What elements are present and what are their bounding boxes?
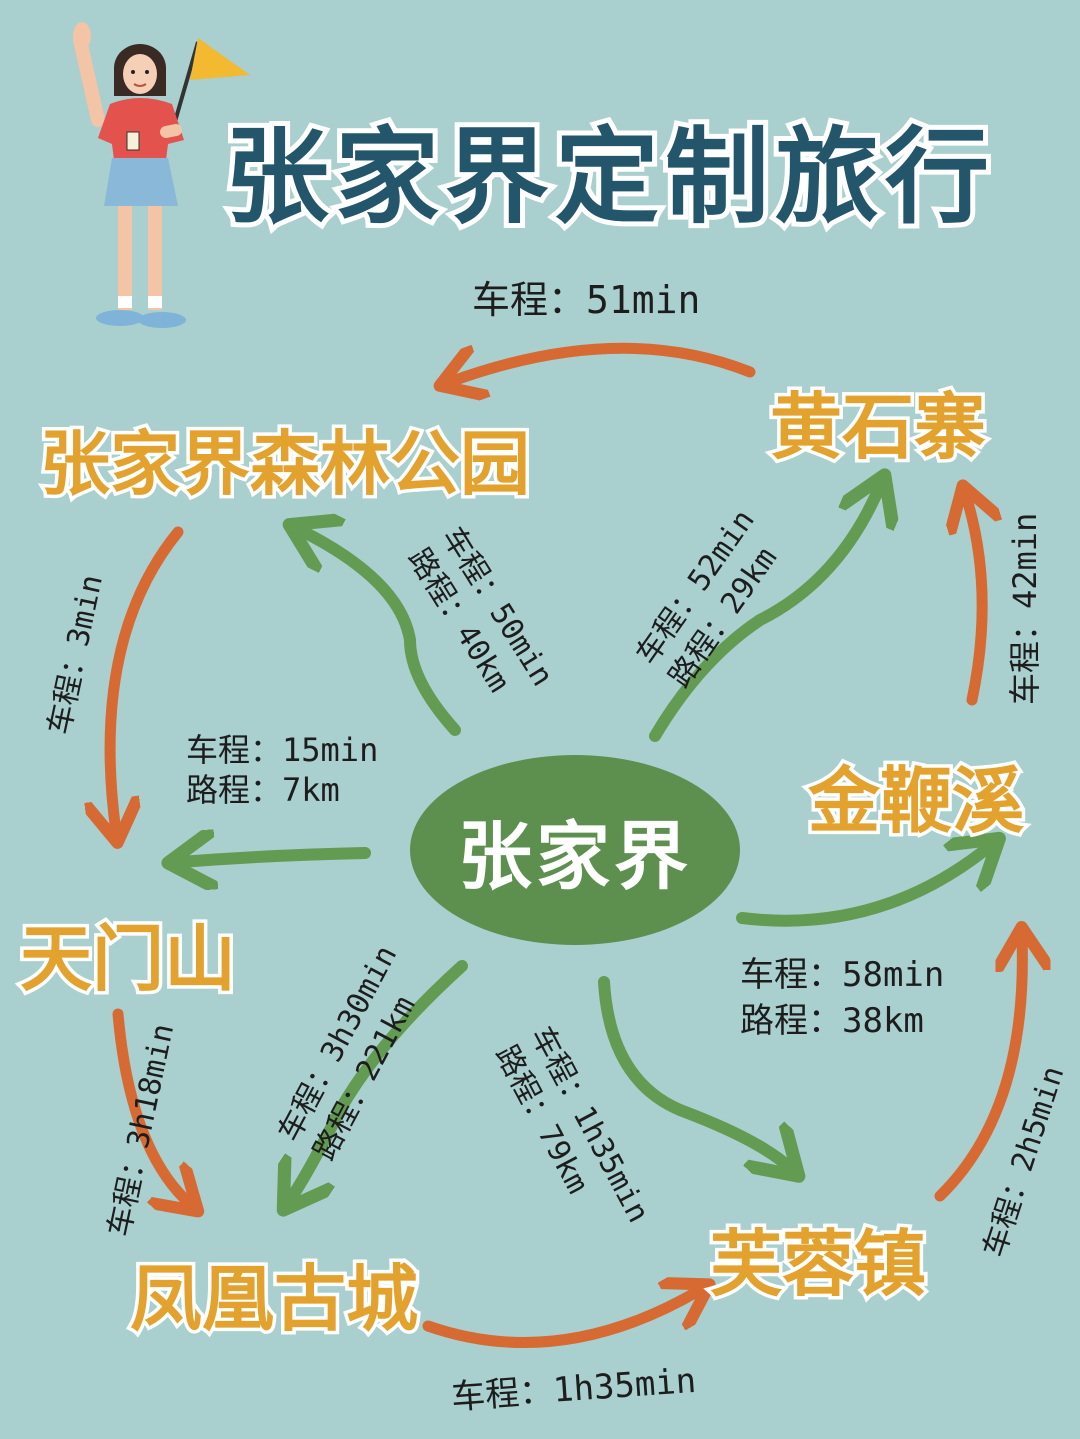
place-jinbianxi: 金鞭溪 bbox=[804, 756, 1027, 847]
arrow-jinbian-to-huangshi bbox=[966, 496, 982, 706]
place-huangshizhai: 黄石寨 bbox=[766, 382, 989, 473]
place-fenghuang: 凤凰古城 bbox=[126, 1254, 421, 1345]
route-center-tianmen: 车程：15min 路程：7km bbox=[186, 731, 379, 809]
arrow-center-to-jinbian bbox=[736, 846, 990, 927]
arrow-huangshi-to-forest bbox=[450, 342, 756, 382]
arrow-forest-to-tianmen bbox=[110, 526, 184, 832]
route-jinbian-huangshi: 车程：42min bbox=[1006, 512, 1044, 705]
route-huangshi-forest: 车程：51min bbox=[472, 278, 701, 322]
place-furongzhen: 芙蓉镇 bbox=[706, 1219, 929, 1310]
center-label: 张家界 bbox=[458, 813, 692, 900]
place-tianmenshan: 天门山 bbox=[16, 914, 239, 1005]
arrow-center-to-fenghuang bbox=[290, 960, 468, 1200]
tour-guide-illustration bbox=[73, 22, 250, 328]
arrow-center-to-furong bbox=[598, 976, 790, 1168]
arrow-fenghuang-to-furong bbox=[422, 1290, 700, 1348]
arrow-center-to-huangshi bbox=[649, 486, 880, 742]
arrow-tianmen-to-fenghuang bbox=[112, 1008, 190, 1204]
arrow-center-to-tianmen bbox=[180, 853, 371, 862]
route-center-jinbian: 车程：58min 路程：38km bbox=[740, 955, 945, 1041]
center-node bbox=[410, 755, 740, 945]
arrow-center-to-forest bbox=[300, 530, 461, 736]
place-forest-park: 张家界森林公园 bbox=[37, 420, 534, 509]
page-title: 张家界定制旅行 bbox=[220, 111, 996, 243]
arrow-furong-to-jinbian bbox=[934, 938, 1022, 1202]
